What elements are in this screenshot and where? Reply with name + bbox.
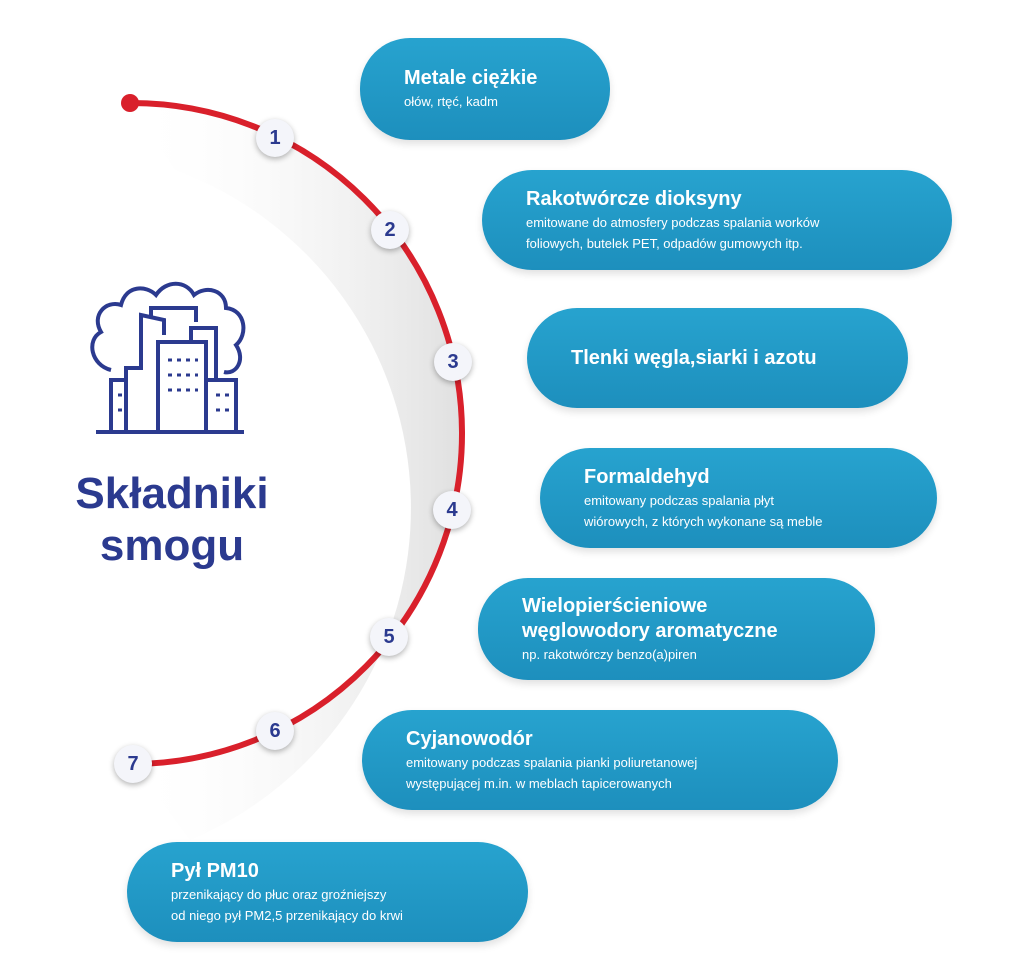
item-title-line-2: węglowodory aromatyczne <box>522 619 778 642</box>
arc-start-dot <box>121 94 139 112</box>
step-number-1: 1 <box>256 119 294 157</box>
item-title: Formaldehyd <box>584 465 710 488</box>
item-desc: od niego pył PM2,5 przenikający do krwi <box>171 907 403 923</box>
item-card-3: Tlenki węgla,siarki i azotu <box>527 308 908 408</box>
item-desc: emitowany podczas spalania pianki poliur… <box>406 754 698 770</box>
item-title: Metale ciężkie <box>404 67 538 89</box>
item-title: Cyjanowodór <box>406 727 533 750</box>
item-card-5: Wielopierścieniowe węglowodory aromatycz… <box>478 578 875 680</box>
item-card-4: Formaldehyd emitowany podczas spalania p… <box>540 448 937 548</box>
item-desc: emitowane do atmosfery podczas spalania … <box>526 214 820 230</box>
step-number-4: 4 <box>433 491 471 529</box>
item-desc: emitowany podczas spalania płyt <box>584 492 775 508</box>
item-desc: np. rakotwórczy benzo(a)piren <box>522 646 697 662</box>
item-title: Pył PM10 <box>171 859 259 882</box>
title-line-1: Składniki <box>75 469 269 518</box>
step-number-5: 5 <box>370 618 408 656</box>
item-title: Tlenki węgla,siarki i azotu <box>571 346 817 369</box>
step-number-6: 6 <box>256 712 294 750</box>
item-desc: występującej m.in. w meblach tapicerowan… <box>406 775 672 791</box>
smog-city-icon <box>90 281 246 434</box>
step-number-7: 7 <box>114 745 152 783</box>
item-title: Rakotwórcze dioksyny <box>526 187 742 210</box>
item-card-6: Cyjanowodór emitowany podczas spalania p… <box>362 710 838 810</box>
item-card-1: Metale ciężkie ołów, rtęć, kadm <box>360 38 610 140</box>
item-card-7: Pył PM10 przenikający do płuc oraz groźn… <box>127 842 528 942</box>
item-desc: foliowych, butelek PET, odpadów gumowych… <box>526 235 803 251</box>
item-desc: ołów, rtęć, kadm <box>404 94 498 109</box>
item-card-2: Rakotwórcze dioksyny emitowane do atmosf… <box>482 170 952 270</box>
title-line-2: smogu <box>99 521 245 570</box>
step-number-3: 3 <box>434 343 472 381</box>
item-desc: wiórowych, z których wykonane są meble <box>584 513 823 529</box>
item-title: Wielopierścieniowe <box>522 594 708 617</box>
step-number-2: 2 <box>371 211 409 249</box>
item-desc: przenikający do płuc oraz groźniejszy <box>171 886 387 902</box>
